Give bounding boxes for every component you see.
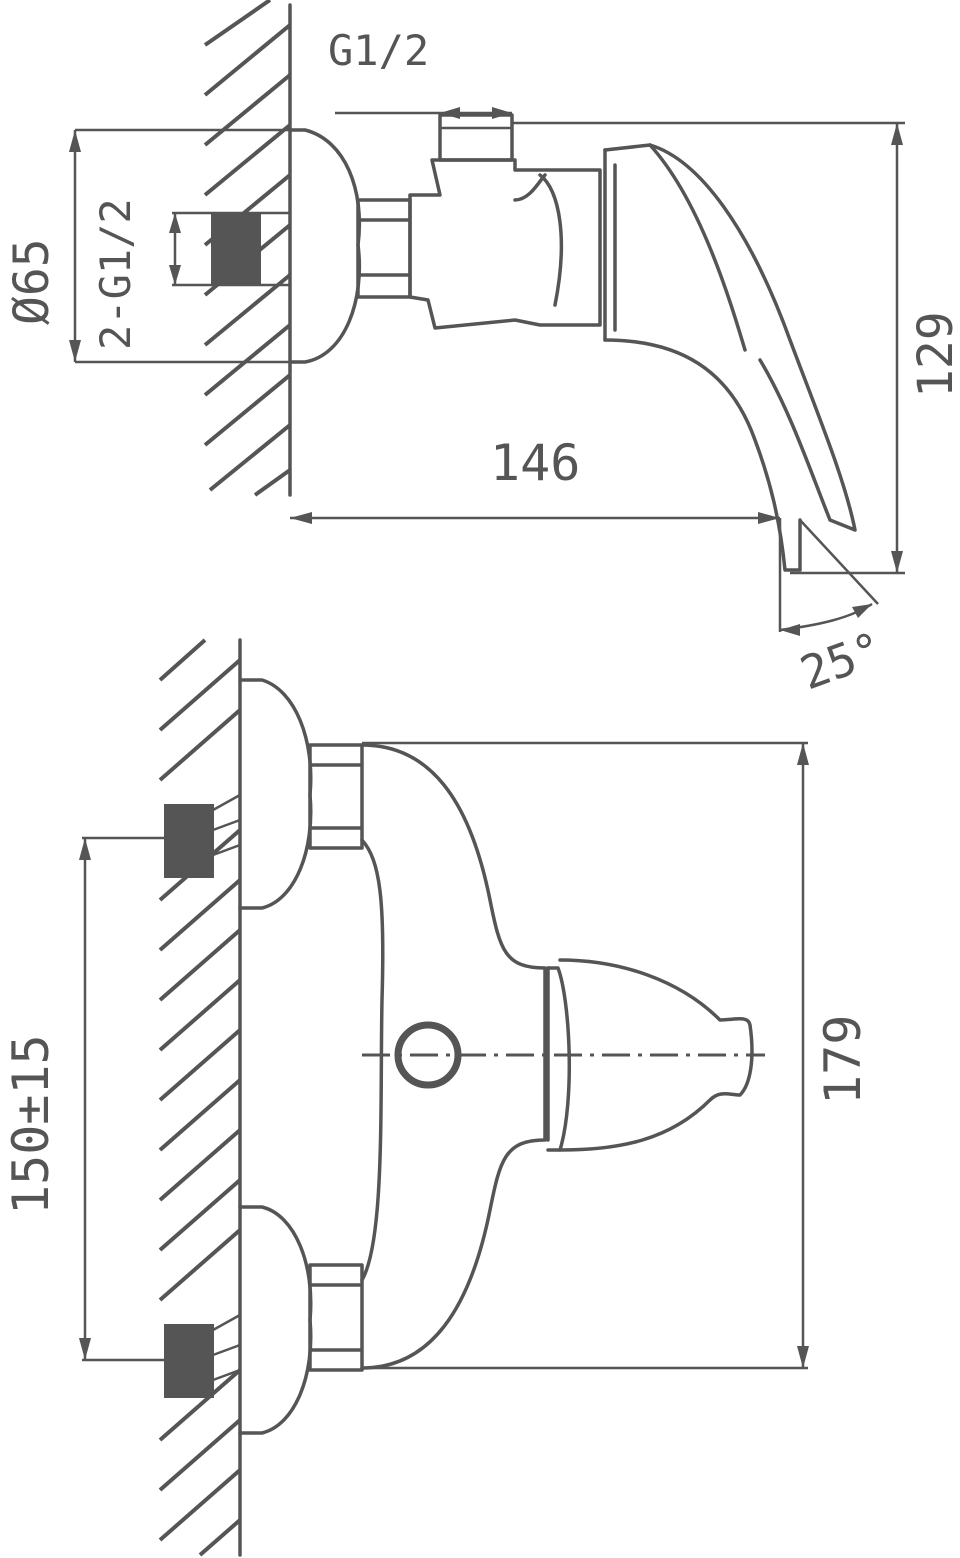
dim-diameter-label: Ø65 [4,238,60,325]
upper-nut [308,743,364,850]
dim-g12: G1/2 [328,26,512,119]
lower-nut [308,1263,364,1372]
dim-angle: 25° [779,519,890,700]
top-thread-boss [438,113,514,162]
dim-projection-label: 146 [490,434,580,492]
upper-inlet-connector [164,804,214,878]
dim-inlet-label: 2-G1/2 [91,198,140,350]
wall-hatch-bottom [158,638,242,1557]
escutcheon [288,128,362,364]
front-handle [546,966,572,1152]
side-view: G1/2 Ø65 2-G1/2 129 [4,0,960,700]
lower-escutcheon [238,1205,313,1435]
dim-centre-distance-label: 150±15 [2,1034,60,1215]
dim-inlet: 2-G1/2 [91,198,181,350]
dim-centre-distance: 150±15 [2,836,200,1362]
side-nut [356,198,412,299]
dim-width-label: 179 [814,1015,872,1105]
dim-diameter: Ø65 [4,128,305,364]
dim-angle-label: 25° [793,621,890,700]
dim-height: 129 [512,121,960,575]
upper-escutcheon [238,678,313,910]
lever-handle [603,143,857,532]
dim-projection: 146 [290,434,782,632]
dim-width: 179 [362,741,872,1370]
spout [603,338,802,572]
valve-body [408,158,602,330]
dim-height-label: 129 [908,311,960,398]
inlet-connector [211,212,261,286]
front-view: 150±15 179 [2,638,872,1557]
dim-g12-label: G1/2 [328,26,429,75]
